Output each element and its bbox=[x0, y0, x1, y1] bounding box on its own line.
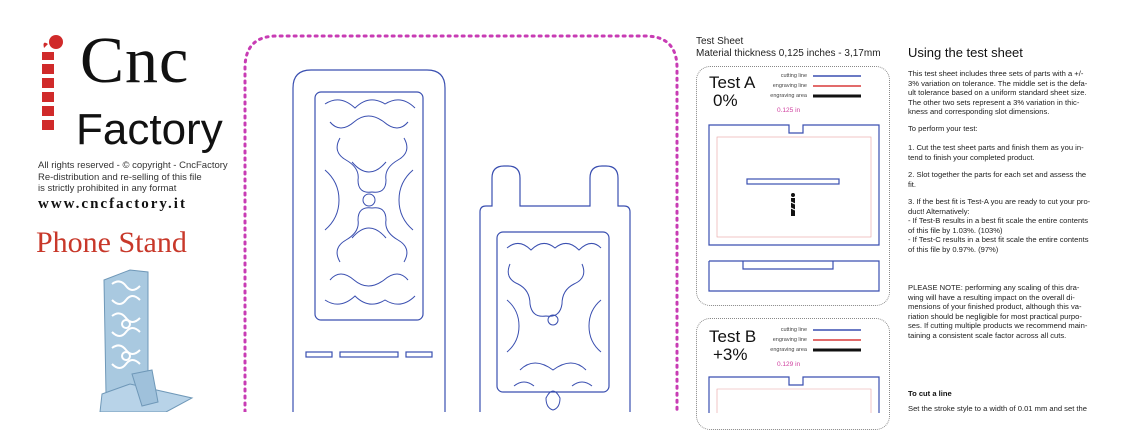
instructions-heading: Using the test sheet bbox=[908, 45, 1023, 60]
text-line: fit. bbox=[908, 179, 917, 189]
text-line: - If Test-B results in a best fit scale … bbox=[908, 216, 1089, 225]
logo-lighthouse-icon bbox=[42, 35, 63, 130]
legend-cutting-label: cutting line bbox=[780, 327, 807, 333]
text-line: To perform your test: bbox=[908, 124, 978, 133]
legend-area-label: engraving area bbox=[770, 347, 807, 353]
text-line: 1. Cut the test sheet parts and finish t… bbox=[908, 143, 1084, 152]
text-line: ult tolerance based on a uniform standar… bbox=[908, 88, 1087, 97]
text-line: riation should be negligible for most pr… bbox=[908, 311, 1082, 321]
material-thickness: Material thickness 0,125 inches - 3,17mm bbox=[696, 48, 881, 59]
stand-front-panel bbox=[479, 165, 631, 412]
copyright-line: Re-distribution and re-selling of this f… bbox=[38, 171, 202, 183]
instructions-perform: To perform your test: bbox=[908, 124, 1113, 134]
text-line: of this file by 0.97%. (97%) bbox=[908, 244, 999, 254]
product-title: Phone Stand bbox=[36, 226, 187, 259]
phone-stand-illustration bbox=[99, 269, 194, 412]
test-b-box: Test B +3% cutting line engraving line e… bbox=[696, 318, 890, 430]
legend-area-label: engraving area bbox=[770, 93, 807, 99]
text-line: This test sheet includes three sets of p… bbox=[908, 69, 1084, 78]
text-line: of this file by 1.03%. (103%) bbox=[908, 225, 1003, 235]
logo-wordmark-factory: Factory bbox=[76, 105, 223, 154]
test-a-box: Test A 0% cutting line engraving line en… bbox=[696, 66, 890, 306]
test-a-dimension: 0.125 in bbox=[777, 107, 801, 114]
instructions-step-2: 2. Slot together the parts for each set … bbox=[908, 170, 1113, 189]
logo-wordmark-cnc: Cnc bbox=[80, 24, 190, 97]
test-b-dimension: 0.129 in bbox=[777, 361, 801, 368]
text-line: 3. If the best fit is Test-A you are rea… bbox=[908, 197, 1091, 206]
copyright-line: All rights reserved - © copyright - CncF… bbox=[38, 160, 228, 171]
test-a-engraving-icon bbox=[790, 193, 796, 216]
instructions-note: PLEASE NOTE: performing any scaling of t… bbox=[908, 283, 1113, 340]
legend-engraving-label: engraving line bbox=[772, 83, 807, 89]
text-line: mensions of your finished product, altho… bbox=[908, 302, 1082, 311]
test-b-variation: +3% bbox=[713, 345, 748, 364]
copyright-line: is strictly prohibited in any format bbox=[38, 183, 177, 194]
test-a-variation: 0% bbox=[713, 91, 738, 110]
text-line: ses. If cutting multiple products we rec… bbox=[908, 321, 1088, 330]
test-sheet-title: Test Sheet bbox=[696, 36, 744, 47]
cutting-plate bbox=[243, 34, 679, 412]
text-line: The other two sets represent a 3% variat… bbox=[908, 97, 1080, 107]
instructions-step-1: 1. Cut the test sheet parts and finish t… bbox=[908, 143, 1113, 162]
copyright-notice: All rights reserved - © copyright - CncF… bbox=[38, 160, 238, 195]
text-line: taining a consistent scale factor across… bbox=[908, 330, 1067, 340]
instructions-step-3: 3. If the best fit is Test-A you are rea… bbox=[908, 197, 1113, 254]
cut-line-text: Set the stroke style to a width of 0.01 … bbox=[908, 404, 1113, 414]
text-line: 2. Slot together the parts for each set … bbox=[908, 170, 1087, 179]
instructions-intro: This test sheet includes three sets of p… bbox=[908, 69, 1113, 117]
stand-back-panel bbox=[292, 69, 446, 412]
text-line: 3% variation on tolerance. The middle se… bbox=[908, 78, 1088, 88]
test-b-parts bbox=[708, 329, 880, 413]
text-line: kness and corresponding slot dimensions. bbox=[908, 107, 1050, 116]
text-line: PLEASE NOTE: performing any scaling of t… bbox=[908, 283, 1080, 292]
text-line: duct! Alternatively: bbox=[908, 206, 970, 216]
text-line: tend to finish your completed product. bbox=[908, 152, 1035, 162]
text-line: wing will have a resulting impact on the… bbox=[908, 292, 1075, 302]
text-line: - If Test-C results in a best fit scale … bbox=[908, 235, 1089, 244]
test-a-name: Test A bbox=[709, 73, 756, 92]
legend-cutting-label: cutting line bbox=[780, 73, 807, 79]
website-link[interactable]: www.cncfactory.it bbox=[38, 196, 187, 212]
text-line: Set the stroke style to a width of 0.01 … bbox=[908, 404, 1087, 413]
legend-engraving-label: engraving line bbox=[772, 337, 807, 343]
cut-line-heading: To cut a line bbox=[908, 389, 952, 398]
test-b-name: Test B bbox=[709, 327, 757, 346]
test-a-parts bbox=[708, 75, 880, 292]
